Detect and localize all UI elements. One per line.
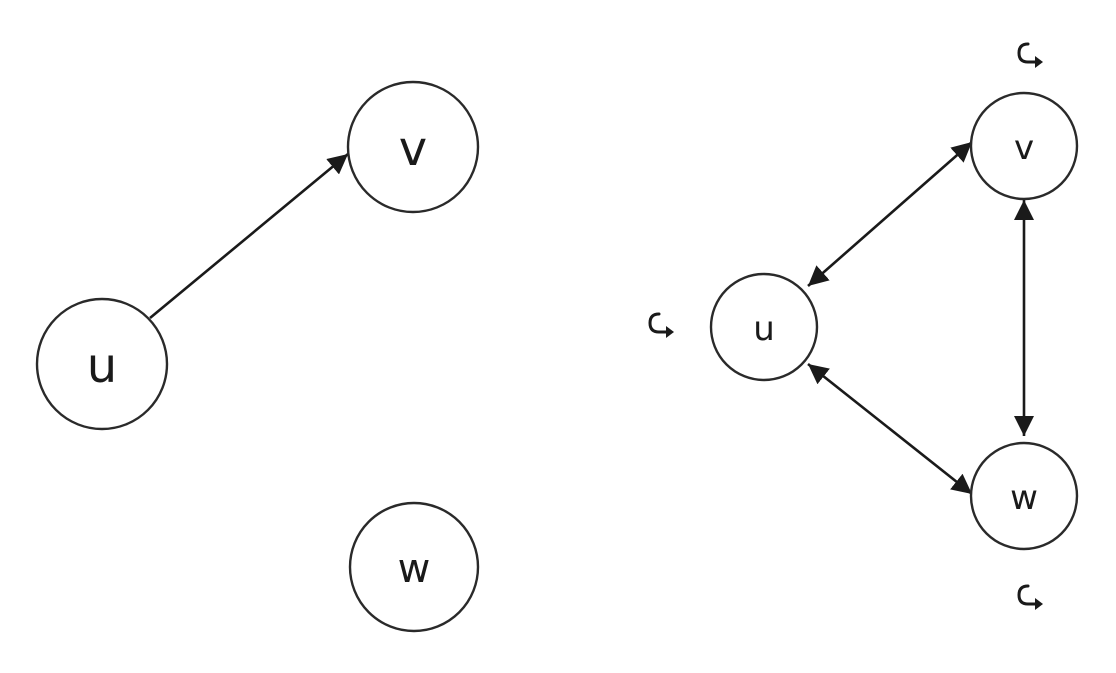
left-node-u: u (35, 297, 169, 431)
self-loop-icon-v (1017, 42, 1043, 68)
right-node-w-label: w (1010, 478, 1038, 518)
self-loop-icon-u (648, 312, 674, 338)
right-node-v: v (969, 91, 1079, 201)
right-node-u-label: u (753, 309, 775, 349)
left-node-v-label: v (399, 121, 427, 177)
left-edge-u-v (149, 152, 349, 320)
left-node-u-label: u (87, 338, 117, 394)
right-edge-u-v (807, 141, 973, 287)
left-node-w: w (348, 501, 480, 633)
right-node-v-label: v (1014, 128, 1034, 168)
right-node-u: u (709, 272, 819, 382)
right-graph: v u w (648, 42, 1079, 610)
self-loop-icon-w (1017, 584, 1043, 610)
left-node-w-label: w (398, 546, 431, 592)
left-node-v: v (346, 80, 480, 214)
right-edge-u-w (807, 362, 973, 496)
right-node-w: w (969, 441, 1079, 551)
left-graph: v u w (35, 80, 480, 633)
